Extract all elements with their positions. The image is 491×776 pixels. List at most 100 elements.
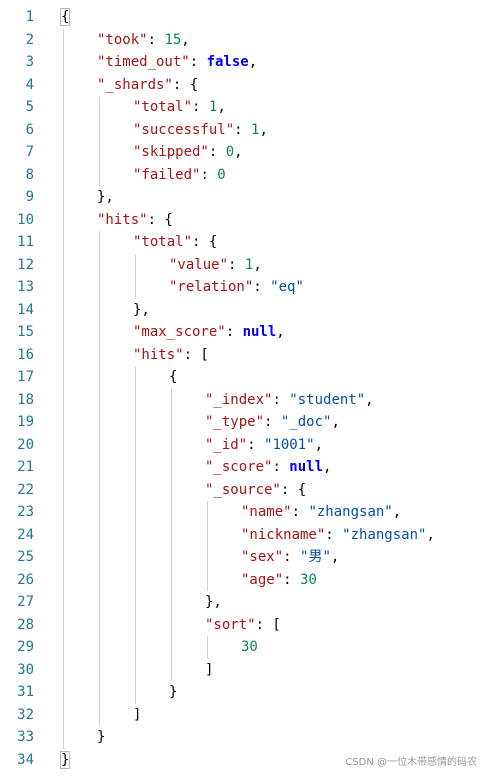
code-line[interactable]: 7"skipped": 0,: [0, 141, 491, 164]
code-line[interactable]: 12"value": 1,: [0, 254, 491, 277]
json-punctuation: : {: [147, 211, 173, 228]
indent-guide: [135, 613, 136, 636]
code-line[interactable]: 13 "relation": "eq": [0, 276, 491, 299]
code-text: "hits": {: [97, 209, 173, 232]
json-punctuation: ,: [259, 121, 268, 138]
line-number: 12: [17, 256, 34, 273]
indent-guide: [99, 568, 100, 591]
code-line[interactable]: 31}: [0, 681, 491, 704]
code-line[interactable]: 14},: [0, 299, 491, 322]
line-number: 25: [17, 549, 34, 565]
indent-guide: [63, 636, 64, 659]
indent-guide: [171, 411, 172, 434]
code-line[interactable]: 24"nickname": "zhangsan",: [0, 524, 491, 547]
code-line[interactable]: 2"took": 15,: [0, 29, 491, 52]
code-text: ]: [205, 659, 213, 682]
code-line[interactable]: 4"_shards": {: [0, 74, 491, 97]
json-punctuation: ,: [331, 414, 340, 430]
indent-guide: [99, 456, 100, 479]
code-line[interactable]: 15"max_score": null,: [0, 321, 491, 344]
code-text: "sex": "男",: [241, 546, 339, 569]
code-line[interactable]: 21"_score": null,: [0, 456, 491, 479]
line-number: 6: [25, 121, 34, 138]
indent-guide: [171, 546, 172, 569]
indent-guide: [63, 208, 64, 231]
indent-guide: [135, 501, 136, 524]
indent-guide: [63, 726, 64, 749]
line-number: 9: [25, 189, 34, 205]
indent-guide: [135, 478, 136, 501]
json-punctuation: :: [200, 166, 218, 183]
code-line[interactable]: 27},: [0, 591, 491, 614]
line-number: 8: [25, 166, 34, 183]
code-line[interactable]: 26"age": 30: [0, 569, 491, 592]
code-line[interactable]: 18"_index": "student",: [0, 389, 491, 412]
indent-guide: [99, 703, 100, 726]
code-line[interactable]: 11"total": {: [0, 231, 491, 254]
code-line[interactable]: 32]: [0, 704, 491, 727]
indent-guide: [63, 253, 64, 276]
json-punctuation: :: [192, 99, 209, 115]
line-number: 28: [17, 616, 34, 633]
code-line[interactable]: 1{: [0, 6, 491, 29]
indent-guide: [63, 613, 64, 636]
code-line[interactable]: 17{: [0, 366, 491, 389]
line-number: 26: [17, 571, 34, 588]
code-line[interactable]: 20"_id": "1001",: [0, 434, 491, 457]
code-line[interactable]: 23"name": "zhangsan",: [0, 501, 491, 524]
code-text: }: [169, 681, 177, 704]
indent-guide: [63, 568, 64, 591]
json-key: "_score": [205, 459, 273, 475]
line-number: 16: [17, 346, 34, 363]
indent-guide: [63, 681, 64, 704]
json-key: "_source": [205, 481, 281, 498]
json-punctuation: ,: [426, 526, 435, 543]
code-text: }: [59, 749, 71, 772]
line-number: 32: [17, 706, 34, 723]
json-string-value: "zhangsan": [342, 526, 427, 543]
code-line[interactable]: 30]: [0, 659, 491, 682]
code-line[interactable]: 8"failed": 0: [0, 164, 491, 187]
indent-guide: [99, 96, 100, 119]
code-line[interactable]: 22"_source": {: [0, 479, 491, 502]
code-text: "sort": [: [205, 614, 281, 637]
line-number: 10: [17, 211, 34, 228]
line-number: 14: [17, 301, 34, 318]
json-key: "max_score": [133, 324, 226, 340]
code-line[interactable]: 33}: [0, 726, 491, 749]
line-number: 23: [17, 504, 34, 520]
line-number: 13: [17, 279, 34, 295]
indent-guide: [99, 478, 100, 501]
code-line[interactable]: 28 "sort": [: [0, 614, 491, 637]
json-key: "value": [169, 256, 229, 273]
code-line[interactable]: 9},: [0, 186, 491, 209]
code-text: },: [205, 591, 222, 614]
code-text: "hits": [: [133, 344, 209, 367]
line-number: 2: [25, 31, 34, 48]
json-key: "total": [133, 234, 193, 250]
json-punctuation: ,: [276, 324, 285, 340]
code-line[interactable]: 19"_type": "_doc",: [0, 411, 491, 434]
indent-guide: [135, 456, 136, 479]
code-line[interactable]: 34}: [0, 749, 491, 772]
code-line[interactable]: 16 "hits": [: [0, 344, 491, 367]
code-text: "_id": "1001",: [205, 434, 323, 457]
json-punctuation: ,: [392, 504, 402, 520]
code-line[interactable]: 25 "sex": "男",: [0, 546, 491, 569]
line-number: 1: [25, 9, 34, 25]
code-line[interactable]: 10 "hits": {: [0, 209, 491, 232]
code-line[interactable]: 3"timed_out": false,: [0, 51, 491, 74]
line-number: 19: [17, 414, 34, 430]
code-text: "nickname": "zhangsan",: [241, 524, 435, 547]
code-line[interactable]: 6"successful": 1,: [0, 119, 491, 142]
json-punctuation: ,: [217, 99, 226, 115]
json-punctuation: ,: [253, 256, 262, 273]
code-text: "max_score": null,: [133, 321, 285, 344]
code-text: "relation": "eq": [169, 276, 304, 299]
line-number: 34: [17, 751, 34, 768]
line-number: 22: [17, 481, 34, 498]
code-line[interactable]: 5"total": 1,: [0, 96, 491, 119]
indent-guide: [63, 456, 64, 479]
